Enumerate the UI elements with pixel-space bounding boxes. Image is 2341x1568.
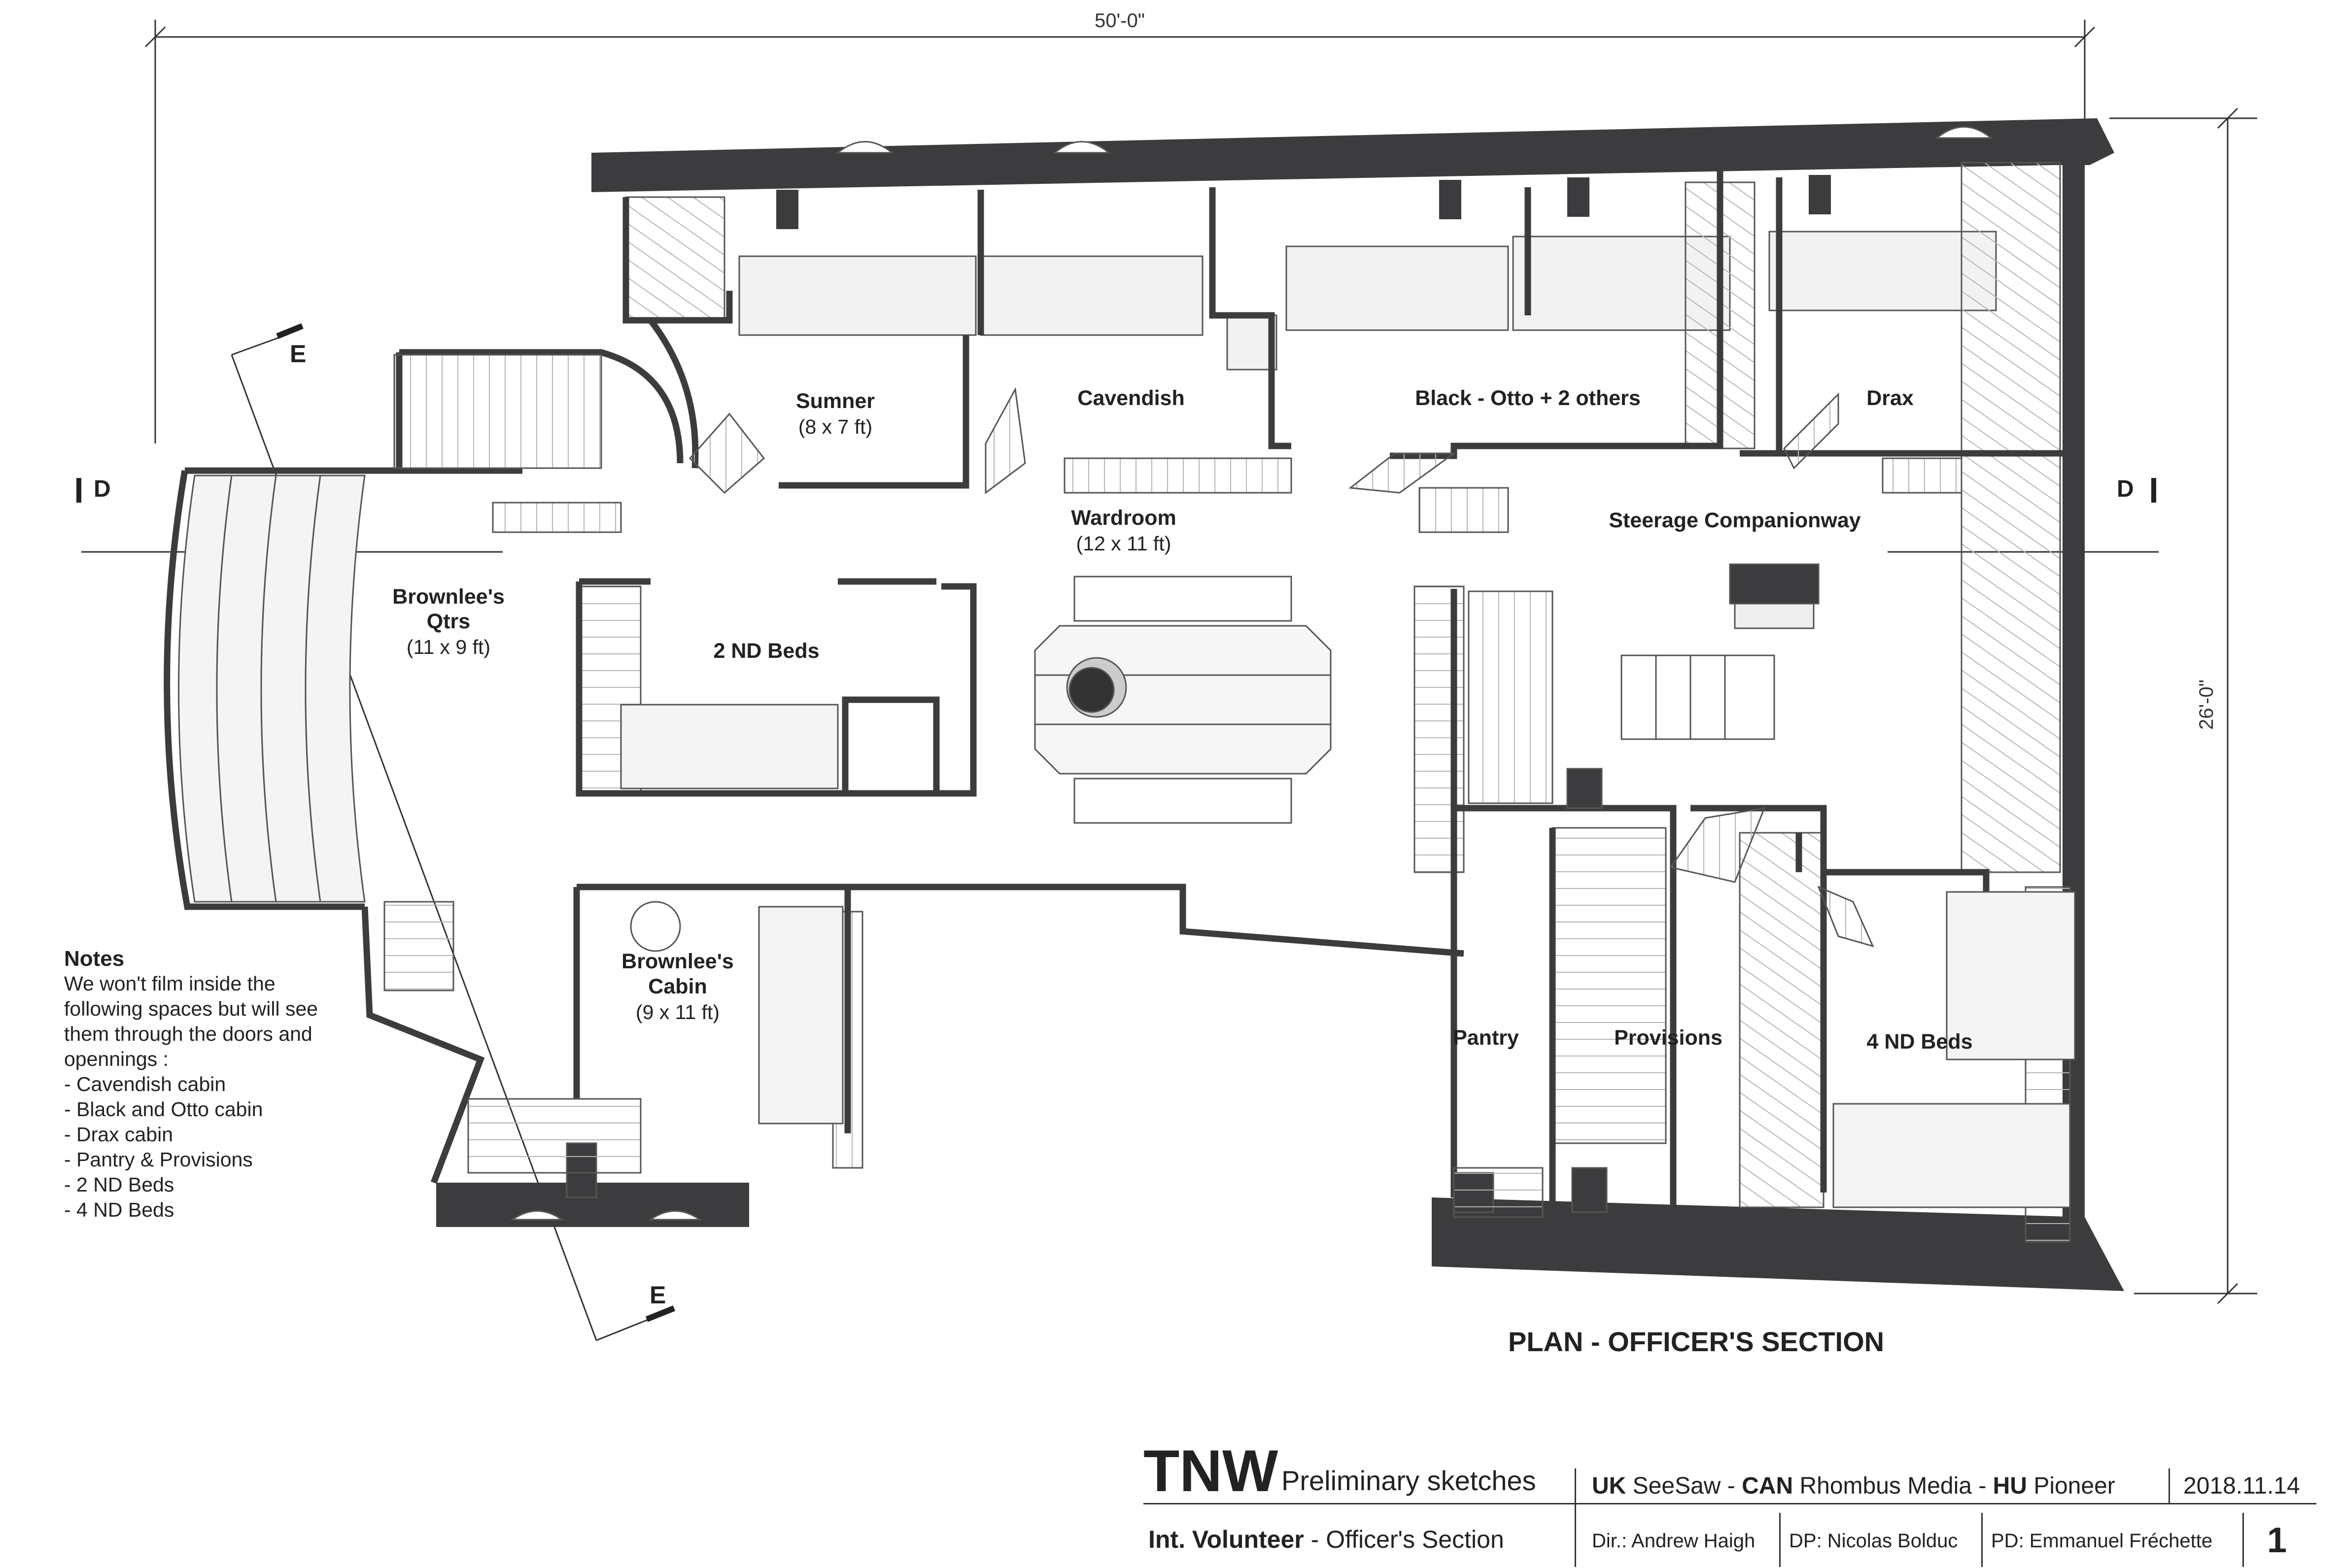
svg-text:(11 x 9 ft): (11 x 9 ft) <box>407 636 490 658</box>
notes-line: - 2 ND Beds <box>64 1173 174 1196</box>
beds <box>620 704 2076 1208</box>
project-code: TNW <box>1143 1438 1278 1504</box>
section-e-top: E <box>290 340 306 368</box>
title-block-divider <box>2242 1513 2244 1567</box>
can-name: Rhombus Media <box>1799 1473 1972 1499</box>
title-block-divider <box>1143 1503 2316 1504</box>
svg-text:Wardroom: Wardroom <box>1071 506 1176 530</box>
interior-walls <box>164 163 2065 1212</box>
svg-text:(8 x 7 ft): (8 x 7 ft) <box>798 415 872 438</box>
room-steerage-companionway: Steerage Companionway <box>1609 509 1860 532</box>
room-drax: Drax <box>1866 386 1914 410</box>
director-credit: Dir.: Andrew Haigh <box>1592 1530 1756 1552</box>
room-wardroom: Wardroom (12 x 11 ft) <box>1071 506 1176 555</box>
sheet-number: 1 <box>2267 1521 2287 1560</box>
set-name-title: Int. Volunteer <box>1148 1526 1304 1553</box>
notes-block: Notes We won't film inside the following… <box>64 946 379 1223</box>
room-brownlee-cabin: Brownlee's Cabin (9 x 11 ft) <box>621 950 734 1023</box>
room-cavendish: Cavendish <box>1077 386 1184 410</box>
pd-credit: PD: Emmanuel Fréchette <box>1991 1530 2213 1552</box>
room-sumner: Sumner (8 x 7 ft) <box>796 389 875 438</box>
plan-title: PLAN - OFFICER'S SECTION <box>1508 1326 1885 1357</box>
title-block-divider <box>1779 1513 1781 1567</box>
svg-text:Brownlee's: Brownlee's <box>392 585 505 609</box>
section-d-right: D <box>2117 476 2134 502</box>
title-block-divider <box>2169 1468 2170 1503</box>
stairs-companionway <box>1620 563 1820 740</box>
dimension-height <box>2109 107 2257 1304</box>
cabin-bunks-top <box>738 231 1997 371</box>
svg-text:(9 x 11 ft): (9 x 11 ft) <box>636 1001 720 1023</box>
svg-text:Cabin: Cabin <box>648 975 707 998</box>
separator: - <box>1310 1526 1319 1553</box>
stairs-fore <box>393 354 1553 804</box>
room-2-nd-beds: 2 ND Beds <box>713 639 819 663</box>
can-code: CAN <box>1742 1473 1793 1499</box>
room-brownlee-qtrs: Brownlee's Qtrs (11 x 9 ft) <box>392 585 505 658</box>
notes-line: opennings : <box>64 1048 169 1070</box>
room-pantry: Pantry <box>1453 1026 1519 1050</box>
doors <box>492 387 1962 948</box>
notes-line: - 4 ND Beds <box>64 1198 174 1221</box>
svg-text:(12 x 11 ft): (12 x 11 ft) <box>1076 532 1171 555</box>
section-d-left: D <box>94 476 111 502</box>
svg-text:Qtrs: Qtrs <box>427 610 470 633</box>
dp-credit: DP: Nicolas Bolduc <box>1789 1530 1958 1552</box>
hu-name: Pioneer <box>2033 1473 2115 1499</box>
sheet-date: 2018.11.14 <box>2183 1473 2300 1499</box>
dimension-width <box>144 20 2096 443</box>
separator: - <box>1978 1473 1987 1499</box>
separator: - <box>1727 1473 1735 1499</box>
section-e-bottom: E <box>650 1281 666 1309</box>
fixtures <box>467 768 1608 1218</box>
production-companies: UK SeeSaw - CAN Rhombus Media - HU Pione… <box>1592 1472 2115 1500</box>
title-block-divider <box>1575 1468 1576 1567</box>
notes-line: We won't film inside the <box>64 972 275 995</box>
set-name: Int. Volunteer - Officer's Section <box>1148 1525 1504 1554</box>
title-block: TNW Preliminary sketches UK SeeSaw - CAN… <box>1134 1439 2316 1568</box>
room-black-otto: Black - Otto + 2 others <box>1415 386 1641 410</box>
room-provisions: Provisions <box>1614 1026 1722 1050</box>
dimension-width-label: 50'-0" <box>1095 10 1145 32</box>
title-block-divider <box>1981 1513 1983 1567</box>
windows-top <box>510 126 1994 1221</box>
notes-line: - Cavendish cabin <box>64 1073 226 1095</box>
notes-line: them through the doors and <box>64 1023 312 1045</box>
notes-line: - Black and Otto cabin <box>64 1098 263 1121</box>
svg-text:Brownlee's: Brownlee's <box>621 950 734 973</box>
notes-line: - Drax cabin <box>64 1123 173 1146</box>
stairs-brownlee-qtrs <box>178 475 366 903</box>
hull-walls <box>436 118 2124 1291</box>
uk-code: UK <box>1592 1473 1626 1499</box>
notes-line: - Pantry & Provisions <box>64 1148 253 1171</box>
dimension-height-label: 26'-0" <box>2196 680 2217 730</box>
project-subtitle: Preliminary sketches <box>1281 1465 1536 1496</box>
uk-name: SeeSaw <box>1632 1473 1721 1499</box>
notes-title: Notes <box>64 947 125 971</box>
room-4-nd-beds: 4 ND Beds <box>1866 1030 1972 1054</box>
hu-code: HU <box>1993 1473 2027 1499</box>
notes-line: following spaces but will see <box>64 997 318 1020</box>
svg-text:Sumner: Sumner <box>796 389 875 413</box>
wardroom-table <box>1034 576 1332 824</box>
set-section: Officer's Section <box>1326 1526 1504 1553</box>
